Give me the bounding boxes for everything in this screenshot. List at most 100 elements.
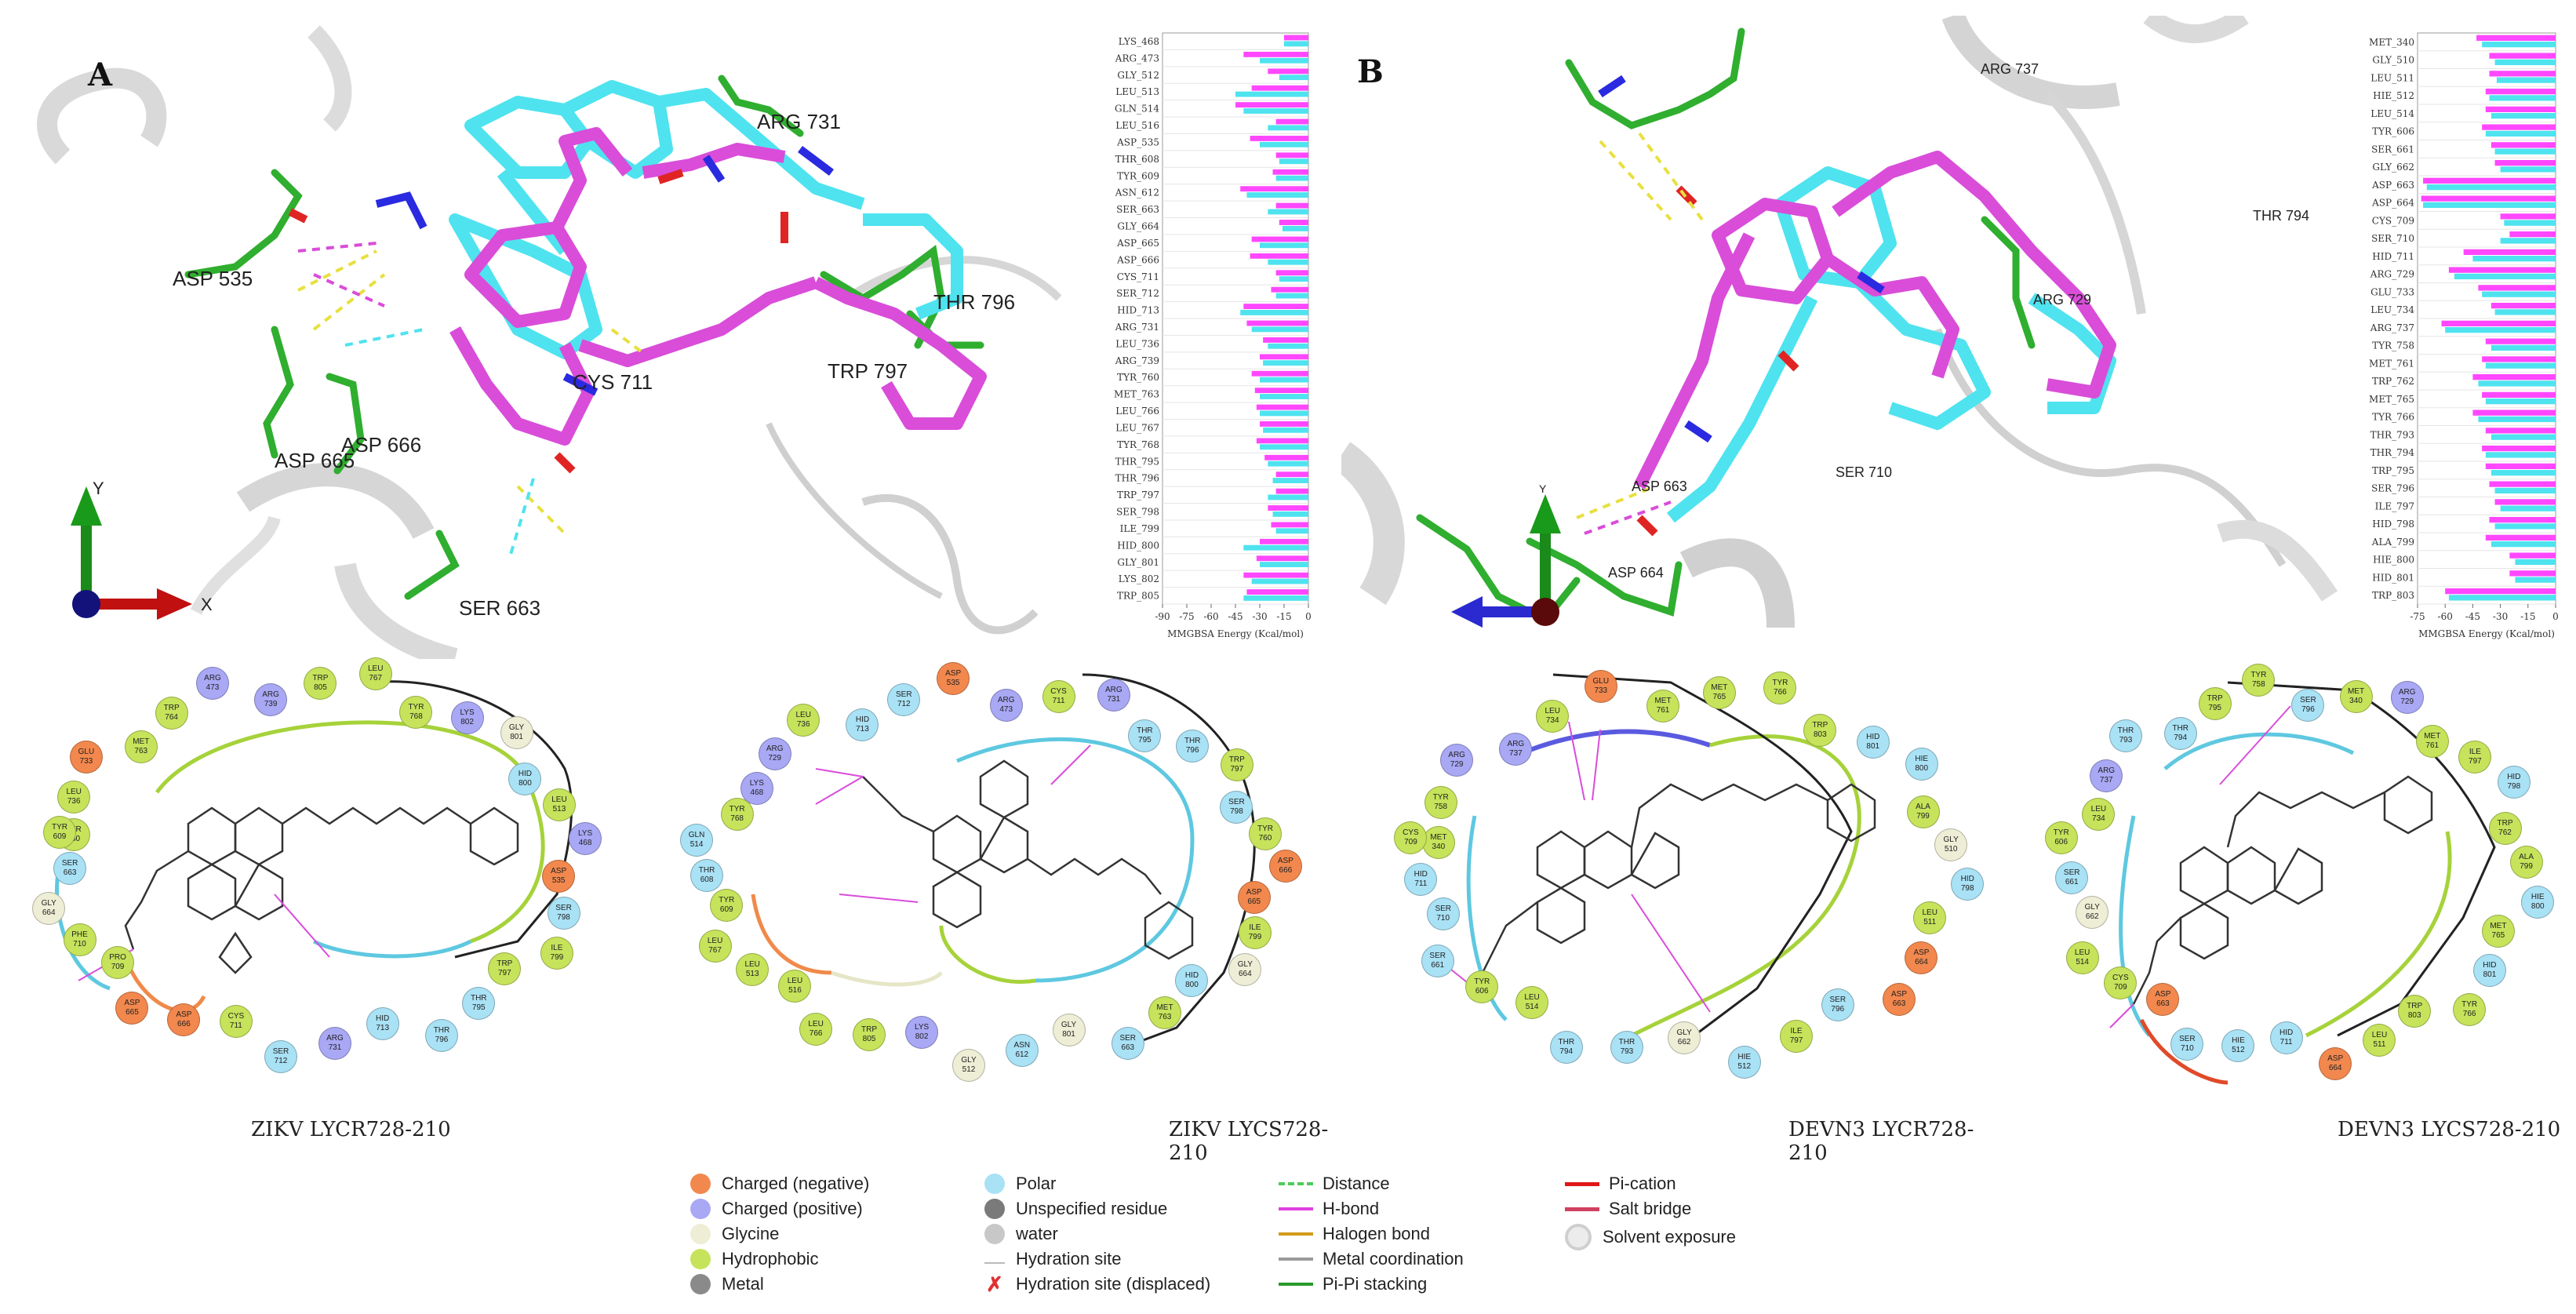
category-label: CYS_709	[2372, 215, 2414, 226]
category-label: LEU_516	[1115, 120, 1159, 131]
energy-bar	[2489, 516, 2556, 523]
residue-name: LEU	[2074, 948, 2090, 957]
panel-b-structure-svg	[1341, 16, 2338, 628]
legend-label: Salt bridge	[1609, 1199, 1692, 1218]
category-label: HID_800	[1117, 540, 1159, 551]
energy-bar	[2500, 213, 2556, 220]
legend-swatch	[984, 1199, 1005, 1219]
category-label: TRP_762	[2372, 376, 2414, 387]
residue-name: LEU	[66, 788, 82, 797]
energy-bar	[2509, 231, 2556, 238]
residue-number: 514	[689, 839, 704, 849]
residue-number: 795	[1138, 736, 1152, 745]
energy-bar	[1260, 354, 1308, 360]
legend-label: Glycine	[722, 1224, 780, 1243]
energy-bar	[1235, 102, 1308, 108]
energy-bar	[1272, 511, 1308, 517]
legend-item: Glycine	[690, 1224, 779, 1244]
residue-number: 736	[796, 719, 810, 729]
residue-name: GLY	[41, 898, 56, 908]
residue-name: ASP	[945, 668, 962, 678]
legend-item: water	[984, 1224, 1058, 1244]
energy-bar	[1260, 242, 1308, 249]
category-label: TYR_766	[2372, 412, 2414, 423]
energy-bar	[2482, 391, 2556, 399]
energy-bar	[2489, 71, 2556, 77]
residue-name: ARG	[2098, 766, 2116, 775]
x-tick-label: 0	[2552, 611, 2559, 622]
energy-bar	[1260, 57, 1308, 64]
axis-y-label: Y	[93, 479, 104, 498]
energy-bar	[2445, 588, 2556, 595]
residue-name: ASP	[1891, 989, 1908, 999]
energy-bar	[1264, 454, 1308, 460]
energy-bar	[1275, 270, 1308, 276]
residue-number: 711	[1052, 697, 1065, 706]
category-label: ARG_729	[2370, 269, 2414, 280]
residue-number: 805	[862, 1035, 876, 1044]
energy-bar	[1260, 141, 1308, 147]
category-label: LEU_734	[2370, 304, 2414, 315]
legend-item: Solvent exposure	[1565, 1224, 1736, 1250]
residue-name: HID	[2507, 773, 2521, 782]
residue-label: ASP 664	[1608, 565, 1664, 581]
energy-bar	[2448, 595, 2556, 601]
residue-number: 729	[1450, 760, 1464, 770]
residue-number: 800	[2531, 901, 2545, 911]
residue-label: ARG 729	[2033, 292, 2092, 308]
ligand-2d-svg	[751, 673, 1256, 1053]
panel-letter: B	[1357, 53, 1384, 90]
energy-bar	[1256, 438, 1308, 444]
legend-line-swatch	[1279, 1232, 1313, 1236]
residue-number: 733	[1594, 686, 1608, 696]
residue-number: 513	[745, 970, 759, 979]
residue-name: MET	[2347, 687, 2365, 697]
residue-number: 663	[63, 868, 77, 877]
residue-number: 608	[700, 875, 714, 884]
residue-name: TYR	[1432, 793, 1449, 803]
energy-bar	[1275, 118, 1308, 125]
residue-number: 762	[2498, 828, 2512, 837]
x-axis-title: MMGBSA Energy (Kcal/mol)	[2418, 628, 2555, 639]
energy-bar	[2504, 220, 2556, 226]
legend-line-swatch	[1279, 1182, 1313, 1185]
residue-number: 663	[2156, 999, 2170, 1009]
energy-bar	[1240, 310, 1308, 315]
category-label: ASP_665	[1116, 238, 1159, 249]
residue-name: THR	[698, 865, 715, 875]
residue-name: HID	[2483, 960, 2497, 970]
residue-number: 767	[708, 945, 722, 955]
x-tick-label: -45	[2465, 611, 2480, 622]
residue-number: 801	[1062, 1030, 1075, 1039]
legend-line-swatch	[1279, 1207, 1313, 1210]
energy-bar	[1251, 236, 1308, 242]
energy-bar	[1260, 444, 1308, 450]
category-label: GLY_801	[1117, 557, 1159, 568]
legend-label: Hydrophobic	[722, 1249, 819, 1269]
residue-name: HID	[855, 715, 870, 725]
residue-name: LEU	[744, 960, 760, 970]
residue-number: 711	[2279, 1037, 2293, 1046]
diagram-title: DEVN3 LYCS728-210	[2338, 1118, 2561, 1141]
energy-bar	[1246, 320, 1308, 326]
residue-number: 797	[1789, 1036, 1803, 1045]
